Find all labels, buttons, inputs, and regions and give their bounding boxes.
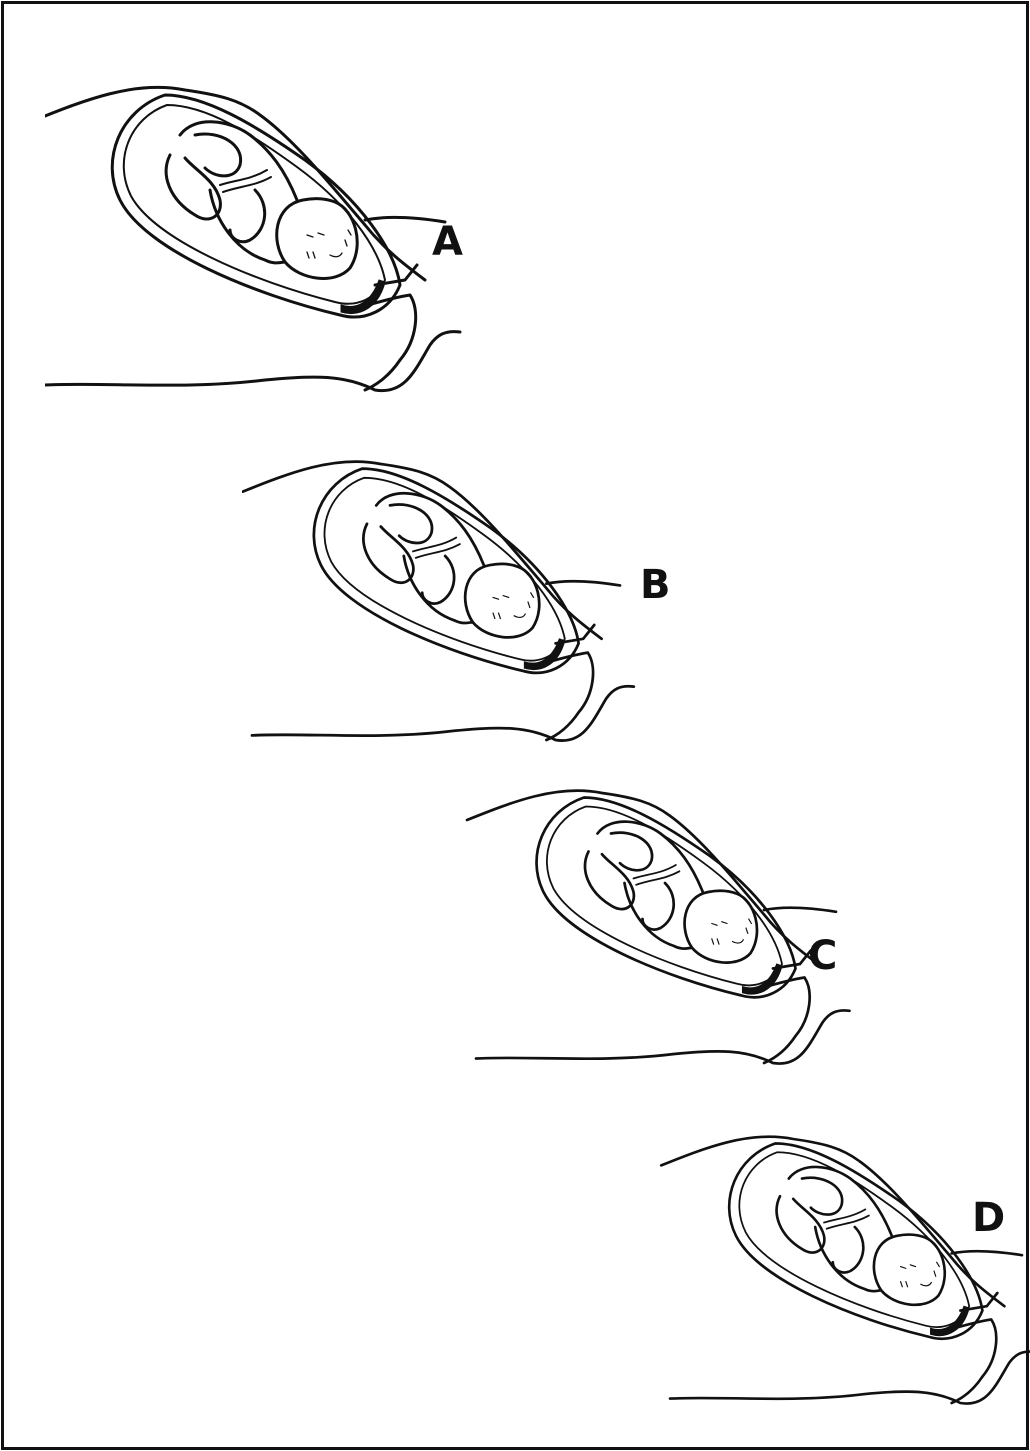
stage-panel-a — [33, 40, 465, 400]
fetus-descent-illustration-b — [241, 460, 636, 742]
panel-label-b: B — [640, 562, 671, 608]
fetus-descent-illustration-d — [659, 1135, 1030, 1405]
stage-panel-b — [241, 398, 662, 758]
fetus-descent-illustration-c — [465, 789, 851, 1065]
panel-label-d: D — [972, 1195, 1006, 1241]
fetus-descent-illustration-a — [33, 85, 462, 393]
panel-label-a: A — [432, 219, 463, 265]
stage-panel-c — [436, 748, 856, 1108]
stage-panel-d — [630, 1095, 1030, 1445]
panel-label-c: C — [808, 933, 838, 979]
